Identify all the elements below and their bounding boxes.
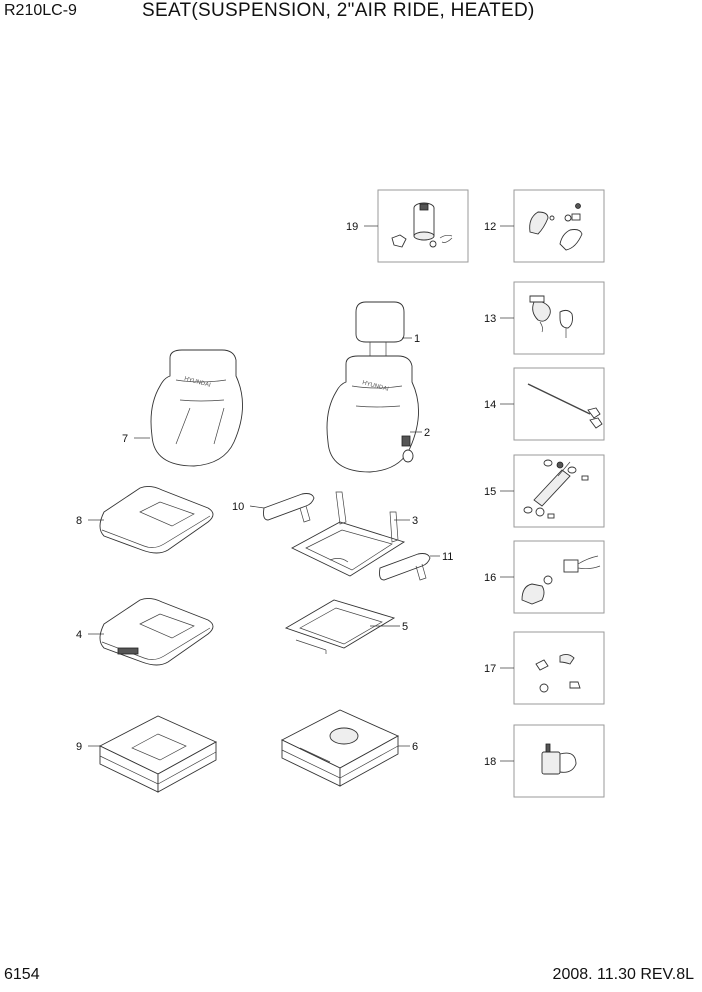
part-9-air-suspension	[98, 715, 218, 793]
revision-date: 2008. 11.30 REV.8L	[552, 966, 694, 983]
callout-6: 6	[412, 741, 418, 753]
part-14-cable	[527, 383, 603, 429]
inset-box-14	[513, 367, 605, 441]
callout-13: 13	[484, 313, 496, 325]
part-7-back-cushion: HYUNDAI	[150, 349, 243, 467]
callout-5: 5	[402, 621, 408, 633]
part-5-slide-rail	[284, 599, 396, 654]
inset-box-17	[513, 631, 605, 705]
callout-19: 19	[346, 221, 358, 233]
model-code: R210LC-9	[4, 2, 77, 19]
part-16-heater-switch	[521, 555, 601, 605]
callout-3: 3	[412, 515, 418, 527]
inset-box-12	[513, 189, 605, 263]
part-8-seat-cushion	[99, 485, 214, 554]
callout-1: 1	[414, 333, 420, 345]
callout-2: 2	[424, 427, 430, 439]
callout-7: 7	[122, 433, 128, 445]
callout-8: 8	[76, 515, 82, 527]
page-number: 6154	[4, 966, 40, 983]
callout-15: 15	[484, 486, 496, 498]
callout-10: 10	[232, 501, 244, 513]
part-13-seat-belt	[529, 295, 573, 338]
callout-4: 4	[76, 629, 82, 641]
inset-box-13	[513, 281, 605, 355]
page-title: SEAT(SUSPENSION, 2"AIR RIDE, HEATED)	[142, 0, 535, 21]
callout-14: 14	[484, 399, 496, 411]
part-10-armrest	[263, 493, 315, 523]
part-1-headrest	[355, 301, 405, 358]
callout-17: 17	[484, 663, 496, 675]
part-6-air-suspension-assy	[280, 709, 400, 787]
part-12-lever-kit	[529, 203, 583, 251]
callout-9: 9	[76, 741, 82, 753]
part-17-small-parts	[535, 653, 581, 693]
part-4-seat-cushion-assy	[99, 597, 214, 666]
part-3-seat-frame	[291, 491, 406, 577]
callout-16: 16	[484, 572, 496, 584]
callout-12: 12	[484, 221, 496, 233]
callout-11: 11	[442, 551, 453, 563]
part-11-armrest	[379, 553, 431, 581]
part-2-backrest-assy: HYUNDAI	[326, 355, 419, 473]
callout-18: 18	[484, 756, 496, 768]
part-18-lumbar-pump	[541, 743, 577, 775]
part-15-shock-absorber	[523, 459, 589, 519]
part-19-air-compressor	[391, 202, 453, 248]
